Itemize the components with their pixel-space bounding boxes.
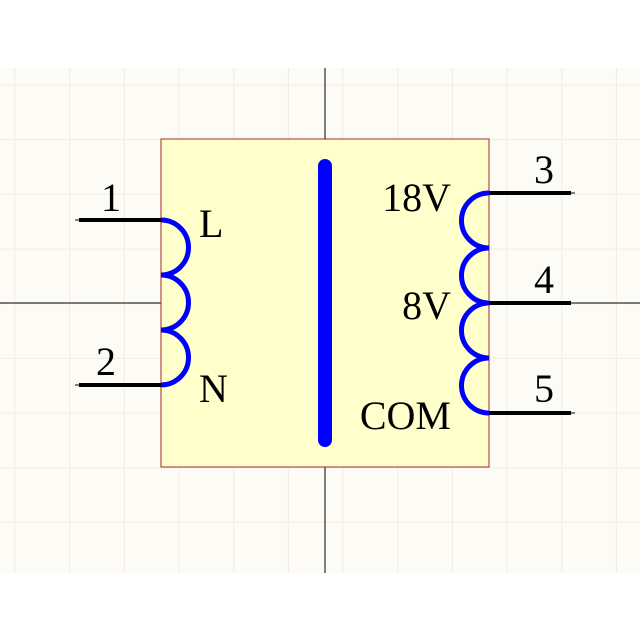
pin-2[interactable]: 2 N	[75, 339, 228, 411]
pin-5-label: COM	[360, 393, 451, 438]
primary-coil	[160, 217, 191, 388]
pin-3-label: 18V	[382, 175, 451, 220]
pin-1-number: 1	[101, 175, 121, 220]
pin-5-number: 5	[534, 366, 554, 411]
pin-3[interactable]: 3 18V	[382, 147, 575, 220]
transformer-component[interactable]: 1 L 2 N 3 18V 4 8V 5 COM	[75, 138, 575, 468]
pin-4-number: 4	[534, 257, 554, 302]
pin-2-number: 2	[96, 339, 116, 384]
pin-4-label: 8V	[402, 283, 451, 328]
pin-1-label: L	[199, 201, 223, 246]
pin-3-number: 3	[534, 147, 554, 192]
pin-4[interactable]: 4 8V	[402, 257, 575, 328]
pin-1[interactable]: 1 L	[75, 175, 223, 246]
pin-5[interactable]: 5 COM	[360, 366, 575, 438]
pin-2-label: N	[199, 366, 228, 411]
